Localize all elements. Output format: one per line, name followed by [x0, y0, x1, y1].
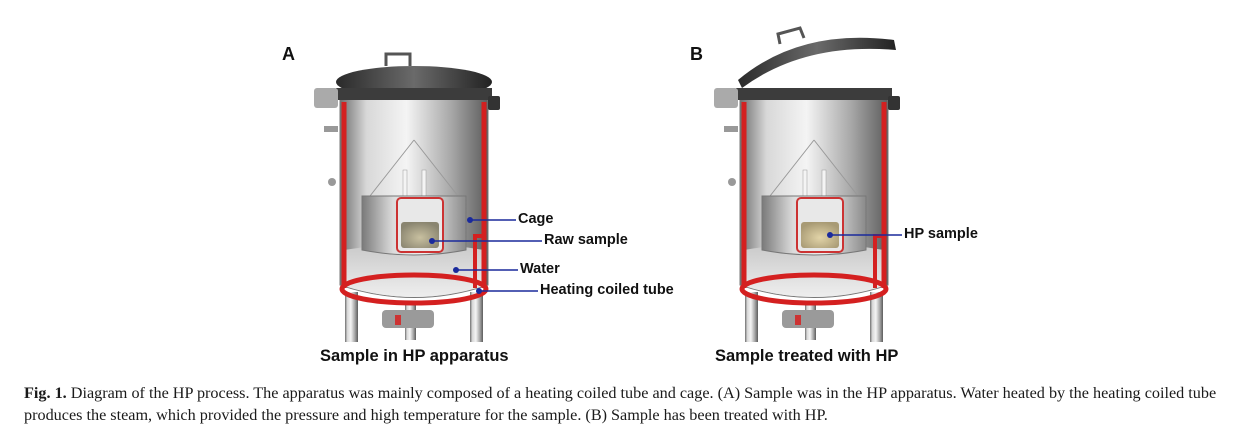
side-valve — [724, 126, 738, 132]
heating-coil-bottom — [739, 272, 889, 306]
leg-right — [470, 292, 483, 342]
drain-valve — [782, 310, 834, 328]
rod-left — [402, 169, 408, 199]
hinge — [314, 88, 338, 108]
lid-rim — [336, 88, 492, 100]
drain-valve — [382, 310, 434, 328]
hp-sample — [801, 222, 839, 248]
label-water: Water — [520, 261, 560, 277]
heating-tube-inlet — [873, 234, 884, 288]
clamp-knob — [888, 96, 900, 110]
panel-letter-a: A — [282, 44, 295, 64]
hp-apparatus-illustration-a — [314, 52, 542, 342]
rod-right — [421, 169, 427, 199]
label-raw-sample: Raw sample — [544, 232, 628, 248]
label-hp-sample: HP sample — [904, 226, 978, 242]
figure-caption: Fig. 1. Diagram of the HP process. The a… — [24, 382, 1240, 426]
leg-left — [345, 292, 358, 342]
cage-wires — [769, 139, 859, 197]
side-bolt — [328, 178, 336, 186]
caption-text: Diagram of the HP process. The apparatus… — [24, 384, 1217, 424]
leg-right — [870, 292, 883, 342]
leg-left — [745, 292, 758, 342]
lid-handle — [384, 52, 412, 66]
label-heating-coiled-tube: Heating coiled tube — [540, 282, 674, 298]
side-bolt — [728, 178, 736, 186]
rod-left — [802, 169, 808, 199]
water — [744, 244, 884, 297]
subtitle-b: Sample treated with HP — [715, 347, 899, 365]
subtitle-a: Sample in HP apparatus — [320, 347, 509, 365]
valve-marker — [395, 315, 401, 325]
panel-b: B HP sample Sample treated with HP — [680, 10, 1140, 375]
side-valve — [324, 126, 338, 132]
hp-apparatus-illustration-b — [714, 26, 902, 342]
hinge — [714, 88, 738, 108]
rod-right — [821, 169, 827, 199]
valve-marker — [795, 315, 801, 325]
panel-letter-b: B — [690, 44, 703, 64]
label-cage: Cage — [518, 211, 554, 227]
cage-wires — [369, 139, 459, 197]
water — [344, 244, 484, 297]
caption-label: Fig. 1. — [24, 384, 67, 402]
heating-coil-bottom — [339, 272, 489, 306]
raw-sample — [401, 222, 439, 248]
clamp-knob — [488, 96, 500, 110]
open-lid — [738, 37, 896, 88]
lid-rim — [736, 88, 892, 100]
panel-a: A Cage Raw sample Water Heating coiled t… — [270, 10, 730, 375]
lid-handle — [776, 26, 806, 45]
figure: A Cage Raw sample Water Heating coiled t… — [270, 10, 1140, 375]
